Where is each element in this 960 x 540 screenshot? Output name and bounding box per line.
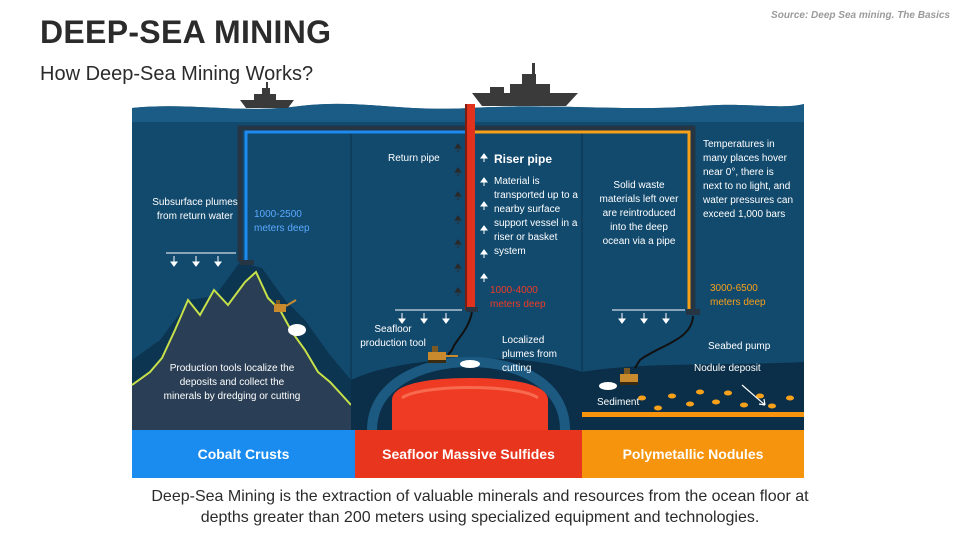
- waste-pipe-highlight: [475, 130, 691, 312]
- return-pipe-highlight: [244, 130, 470, 262]
- label-subsurface-plumes: Subsurface plumes from return water: [152, 197, 238, 222]
- label-riser-desc: Material is transported up to a nearby s…: [494, 176, 578, 257]
- band-polymetallic-nodules: Polymetallic Nodules: [582, 430, 804, 478]
- band-cobalt-crusts: Cobalt Crusts: [132, 430, 355, 478]
- label-sediment: Sediment: [597, 397, 640, 408]
- label-solid-waste: Solid waste materials left over are rein…: [599, 180, 679, 247]
- label-depth-nodules: 3000-6500 meters deep: [710, 283, 766, 308]
- return-pipe: [237, 125, 470, 262]
- nodule-deposit-pointer-head: [758, 398, 766, 406]
- nodule-cluster: [638, 389, 794, 411]
- pump-hose: [634, 315, 694, 369]
- label-seafloor-tool: Seafloor production tool: [360, 324, 426, 349]
- label-riser-pipe: Riser pipe: [494, 152, 553, 166]
- nodule-deposit-pointer: [741, 384, 766, 406]
- label-depth-sulfides: 1000-4000 meters deep: [490, 285, 546, 310]
- mining-vehicle-icon: [599, 368, 638, 390]
- riser-pipe-base: [466, 307, 478, 312]
- arrow-down-icon: [618, 313, 670, 324]
- label-localized-plumes: Localized plumes from cutting: [502, 335, 558, 374]
- arrow-up-icon: [480, 153, 488, 282]
- waste-pipe: [475, 125, 696, 312]
- label-seabed-pump: Seabed pump: [708, 341, 771, 352]
- sediment-layer: [582, 412, 804, 417]
- band-seafloor-sulfides: Seafloor Massive Sulfides: [355, 430, 582, 478]
- sulfide-deposit: [392, 378, 548, 430]
- mining-vehicle-icon: [428, 346, 480, 368]
- page-title: DEEP-SEA MINING: [40, 14, 332, 50]
- mining-vehicle-icon: [274, 299, 306, 336]
- ship-icon: [240, 82, 294, 108]
- ship-icon: [472, 63, 578, 106]
- crust-mountain: [132, 272, 351, 430]
- label-return-pipe: Return pipe: [388, 153, 440, 164]
- label-depth-crusts: 1000-2500 meters deep: [254, 209, 310, 234]
- arrow-down-icon: [170, 256, 222, 267]
- sulfide-deposit-top: [401, 386, 539, 400]
- crust-outline: [131, 270, 352, 406]
- label-production-tools: Production tools localize the deposits a…: [163, 363, 301, 402]
- footer-description: Deep-Sea Mining is the extraction of val…: [151, 488, 809, 526]
- arrow-down-icon: [398, 313, 450, 324]
- page-subtitle: How Deep-Sea Mining Works?: [40, 63, 314, 85]
- riser-pipe: [467, 104, 475, 310]
- label-nodule-deposit: Nodule deposit: [694, 363, 761, 374]
- return-pipe-outlet: [240, 260, 254, 265]
- source-note: Source: Deep Sea mining. The Basics: [771, 10, 950, 21]
- riser-pipe-shadow: [465, 104, 467, 310]
- seabed-pump: [686, 309, 700, 315]
- label-temperatures: Temperatures in many places hover near 0…: [703, 139, 794, 220]
- arrow-up-icon: [454, 143, 462, 296]
- riser-hose: [447, 311, 473, 356]
